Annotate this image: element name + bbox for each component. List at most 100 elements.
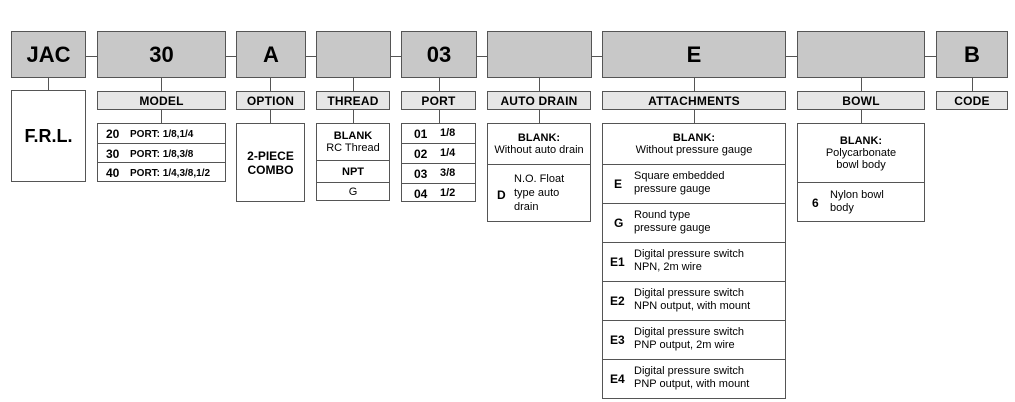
code-box-model: 30 <box>97 31 226 78</box>
thread-options-box: BLANK RC Thread NPT G <box>316 123 390 201</box>
port-row: 04 1/2 <box>402 183 475 202</box>
port-row: 03 3/8 <box>402 163 475 183</box>
attachments-row-line: Square embedded <box>634 170 725 182</box>
model-row-desc: PORT: 1/4,3/8,1/2 <box>130 168 211 179</box>
attachments-row: E1 Digital pressure switch NPN, 2m wire <box>603 242 785 281</box>
port-row-code: 02 <box>414 147 428 161</box>
connector-option <box>270 78 271 91</box>
bowl-blank-line: bowl body <box>836 159 886 171</box>
attachments-row-line: Digital pressure switch <box>634 326 745 338</box>
thread-row-title: NPT <box>342 165 364 178</box>
bowl-options-box: BLANK: Polycarbonate bowl body 6 Nylon b… <box>797 123 925 222</box>
model-row: 40 PORT: 1/4,3/8,1/2 <box>98 162 225 182</box>
thread-row-title: BLANK <box>333 130 373 142</box>
attachments-row: E4 Digital pressure switch PNP output, w… <box>603 359 785 399</box>
port-row-code: 03 <box>414 167 428 181</box>
header-thread: THREAD <box>316 91 390 110</box>
bowl-blank-title: BLANK: <box>839 135 883 147</box>
attachments-blank-row: BLANK: Without pressure gauge <box>603 124 785 164</box>
model-row: 30 PORT: 1/8,3/8 <box>98 143 225 162</box>
attachments-options-box: BLANK: Without pressure gauge E Square e… <box>602 123 786 399</box>
attachments-row: G Round type pressure gauge <box>603 203 785 242</box>
attachments-row-code: E2 <box>610 294 625 308</box>
jac-description: F.R.L. <box>24 125 73 146</box>
code-box-code: B <box>936 31 1008 78</box>
attachments-row-line: Digital pressure switch <box>634 248 745 260</box>
connector-auto-drain-box <box>539 110 540 123</box>
header-port: PORT <box>401 91 476 110</box>
connector-option-box <box>270 110 271 123</box>
thread-row: G <box>317 182 389 201</box>
thread-row-title: G <box>348 186 358 198</box>
connector-jac <box>48 78 49 90</box>
connector-attachments <box>694 78 695 91</box>
header-bowl: BOWL <box>797 91 925 110</box>
code-box-thread <box>316 31 391 78</box>
connector-port-box <box>439 110 440 123</box>
attachments-row-code: E3 <box>610 333 625 347</box>
attachments-row: E Square embedded pressure gauge <box>603 164 785 203</box>
bowl-6-code: 6 <box>812 196 819 210</box>
auto-drain-d-line: N.O. Float <box>514 173 565 185</box>
connector-bowl-box <box>861 110 862 123</box>
code-box-port: 03 <box>401 31 477 78</box>
header-attachments: ATTACHMENTS <box>602 91 786 110</box>
attachments-row-line: PNP output, with mount <box>634 378 750 390</box>
connector-code <box>972 78 973 91</box>
attachments-blank-title: BLANK: <box>672 132 716 144</box>
attachments-row: E3 Digital pressure switch PNP output, 2… <box>603 320 785 359</box>
connector-bowl <box>861 78 862 91</box>
model-row-desc: PORT: 1/8,1/4 <box>130 129 194 140</box>
attachments-row-line: Digital pressure switch <box>634 365 745 377</box>
attachments-row-line: pressure gauge <box>634 222 711 234</box>
thread-row: BLANK RC Thread <box>317 124 389 160</box>
attachments-row-line: PNP output, 2m wire <box>634 339 735 351</box>
port-row-desc: 1/4 <box>440 147 456 159</box>
bowl-6-line: Nylon bowl <box>830 189 884 201</box>
code-box-jac: JAC <box>11 31 86 78</box>
bowl-6-line: body <box>830 202 854 214</box>
model-row: 20 PORT: 1/8,1/4 <box>98 124 225 143</box>
attachments-blank-desc: Without pressure gauge <box>635 144 753 156</box>
port-row-desc: 1/2 <box>440 187 456 199</box>
code-box-attachments: E <box>602 31 786 78</box>
connector-thread <box>353 78 354 91</box>
model-row-code: 40 <box>106 166 120 180</box>
auto-drain-blank-row: BLANK: Without auto drain <box>488 124 590 164</box>
option-box: 2-PIECE COMBO <box>236 123 305 202</box>
auto-drain-blank-title: BLANK: <box>517 132 561 144</box>
attachments-row-code: G <box>614 216 624 230</box>
attachments-row: E2 Digital pressure switch NPN output, w… <box>603 281 785 320</box>
port-options-box: 01 1/8 02 1/4 03 3/8 04 1/2 <box>401 123 476 202</box>
connector-model <box>161 78 162 91</box>
thread-row: NPT <box>317 160 389 182</box>
header-auto-drain: AUTO DRAIN <box>487 91 591 110</box>
model-row-code: 20 <box>106 127 120 141</box>
auto-drain-d-row: D N.O. Float type auto drain <box>488 164 590 222</box>
connector-thread-box <box>353 110 354 123</box>
attachments-row-code: E1 <box>610 255 625 269</box>
connector-attachments-box <box>694 110 695 123</box>
model-options-box: 20 PORT: 1/8,1/4 30 PORT: 1/8,3/8 40 POR… <box>97 123 226 182</box>
bowl-blank-row: BLANK: Polycarbonate bowl body <box>798 124 924 182</box>
attachments-row-line: Digital pressure switch <box>634 287 745 299</box>
auto-drain-blank-desc: Without auto drain <box>494 144 584 156</box>
jac-description-box: F.R.L. <box>11 90 86 182</box>
auto-drain-d-code: D <box>497 188 506 202</box>
attachments-row-code: E4 <box>610 372 625 386</box>
bowl-6-row: 6 Nylon bowl body <box>798 182 924 222</box>
bowl-blank-line: Polycarbonate <box>825 147 897 159</box>
auto-drain-options-box: BLANK: Without auto drain D N.O. Float t… <box>487 123 591 222</box>
header-code: CODE <box>936 91 1008 110</box>
port-row-code: 01 <box>414 127 428 141</box>
port-row: 02 1/4 <box>402 143 475 163</box>
model-row-desc: PORT: 1/8,3/8 <box>130 149 194 160</box>
port-row-desc: 3/8 <box>440 167 456 179</box>
code-box-bowl <box>797 31 925 78</box>
port-row-code: 04 <box>414 187 428 201</box>
header-option: OPTION <box>236 91 305 110</box>
model-row-code: 30 <box>106 147 120 161</box>
attachments-row-line: Round type <box>634 209 691 221</box>
option-line: 2-PIECE <box>247 148 294 163</box>
code-box-option: A <box>236 31 306 78</box>
